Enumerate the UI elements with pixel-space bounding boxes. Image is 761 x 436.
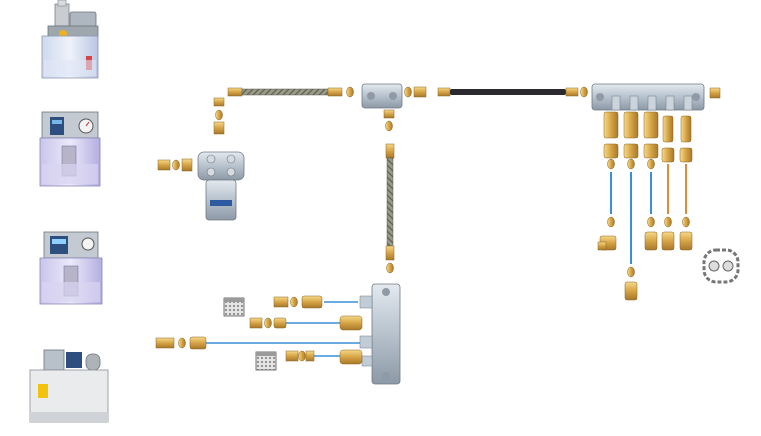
electric-pump-gauge-icon bbox=[39, 111, 101, 187]
tee-icon bbox=[361, 83, 403, 109]
filter-inlet-fitting bbox=[157, 158, 193, 172]
sleeve-vertical-bottom bbox=[386, 262, 394, 274]
filter-screen-upper bbox=[223, 297, 245, 317]
lower-distributor-block[interactable] bbox=[359, 283, 401, 385]
manual-pump-icon bbox=[41, 0, 99, 79]
lubrication-pump-1[interactable] bbox=[41, 0, 99, 79]
lubrication-pump-2[interactable] bbox=[39, 111, 101, 187]
main-distributor[interactable] bbox=[591, 83, 705, 111]
filter-screen-lower bbox=[255, 351, 277, 371]
lubrication-pump-3[interactable] bbox=[39, 231, 103, 305]
mesh-filter-icon bbox=[223, 297, 245, 317]
black-nylon-hose bbox=[437, 87, 579, 97]
braided-hose-vertical bbox=[385, 143, 395, 261]
tee-connector[interactable] bbox=[361, 83, 403, 109]
braided-hose-upper bbox=[227, 87, 343, 97]
metering-units bbox=[603, 111, 693, 170]
sleeve-tee-right bbox=[404, 86, 412, 98]
distributor-icon bbox=[591, 83, 705, 111]
tee-down-nut bbox=[383, 109, 395, 119]
mesh-filter-icon bbox=[255, 351, 277, 371]
outlet-fittings bbox=[597, 216, 693, 301]
chain-icon bbox=[702, 248, 740, 284]
filter-icon bbox=[197, 151, 245, 221]
lubrication-pump-4[interactable] bbox=[29, 349, 109, 423]
grease-pump-icon bbox=[29, 349, 109, 423]
sleeve-tee-down bbox=[385, 120, 393, 132]
oil-filter[interactable] bbox=[197, 151, 245, 221]
sleeve-distributor-in bbox=[580, 86, 588, 98]
lower-block-metering-valves bbox=[339, 315, 363, 365]
manifold-icon bbox=[359, 283, 401, 385]
chain-sprocket bbox=[702, 248, 740, 284]
electric-pump-display-icon bbox=[39, 231, 103, 305]
sleeve-upper bbox=[346, 86, 354, 98]
lower-fittings bbox=[155, 295, 323, 362]
distributor-end-plug bbox=[709, 87, 721, 99]
filter-outlet-fittings bbox=[213, 97, 225, 135]
tee-right-nut bbox=[413, 86, 427, 98]
